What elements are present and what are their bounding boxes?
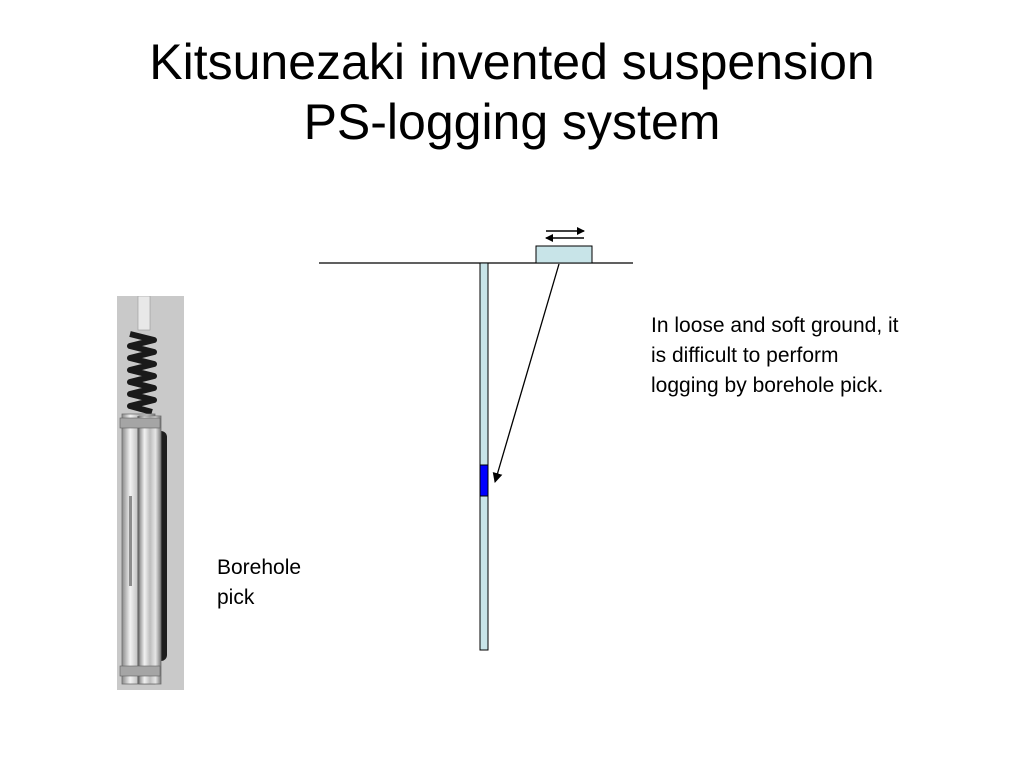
caption-line-1: Borehole (217, 556, 302, 579)
shear-direction-arrows-icon (545, 227, 585, 242)
receiver-segment (479, 464, 489, 497)
spring-coil (127, 331, 157, 415)
borehole-pick-caption: Borehole pick (217, 553, 327, 613)
surface-source-plank (535, 245, 593, 264)
caption-line-2: pick (217, 586, 255, 609)
wave-path-arrow (492, 263, 560, 483)
ground-condition-note: In loose and soft ground, it is difficul… (651, 314, 899, 397)
title-line-2: PS-logging system (303, 94, 721, 150)
borehole-pick-photo (117, 296, 184, 690)
title-line-1: Kitsunezaki invented suspension (149, 34, 875, 90)
borehole (479, 262, 489, 651)
slide-title: Kitsunezaki invented suspension PS-loggi… (0, 32, 1024, 152)
